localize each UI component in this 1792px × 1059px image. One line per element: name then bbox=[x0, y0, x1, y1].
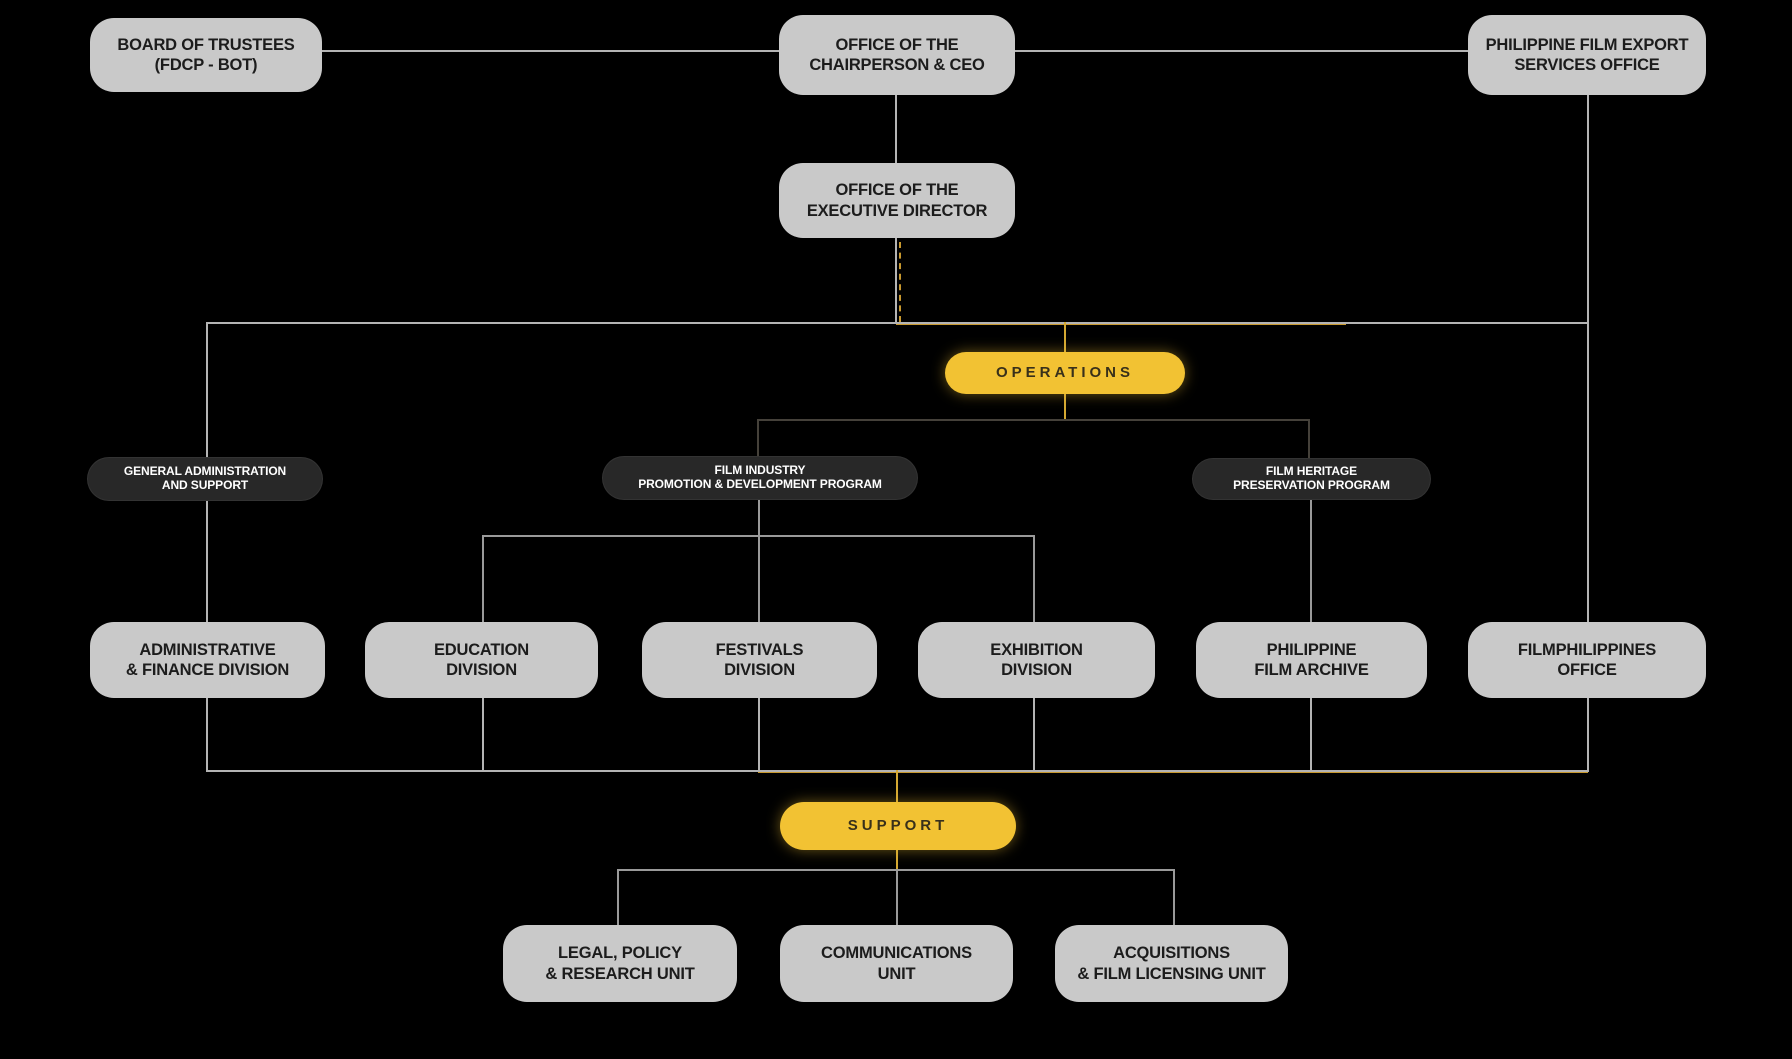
org-node-label: & FILM LICENSING UNIT bbox=[1077, 964, 1266, 983]
org-node-label: OPERATIONS bbox=[995, 363, 1135, 381]
drop-heritage-to-archive-line bbox=[1310, 499, 1312, 622]
org-node-philippine-film-archive: PHILIPPINE FILM ARCHIVE bbox=[1196, 622, 1427, 698]
org-node-label: GENERAL ADMINISTRATION bbox=[123, 464, 287, 479]
org-node-label: UNIT bbox=[877, 964, 916, 983]
org-node-label: PROMOTION & DEVELOPMENT PROGRAM bbox=[638, 477, 882, 491]
stem-rail-to-support-line bbox=[896, 770, 898, 802]
connector-bot-to-chairperson-line bbox=[322, 50, 779, 52]
org-node-philippine-film-export-services-office: PHILIPPINE FILM EXPORT SERVICES OFFICE bbox=[1468, 15, 1706, 95]
org-node-exhibition-division: EXHIBITION DIVISION bbox=[918, 622, 1155, 698]
org-node-administrative-finance-division: ADMINISTRATIVE & FINANCE DIVISION bbox=[90, 622, 325, 698]
bottom-rail-gold-overlay-line bbox=[758, 772, 1588, 773]
right-drop-export-to-filmph-line bbox=[1587, 95, 1589, 623]
org-node-label: FILM INDUSTRY bbox=[714, 463, 806, 478]
drop-filmph-to-bottomrail-line bbox=[1587, 698, 1589, 770]
top-rail-line bbox=[206, 322, 1589, 324]
org-node-operations: OPERATIONS bbox=[945, 352, 1185, 394]
drop-branch-to-communications-line bbox=[896, 869, 898, 925]
drop-exhibition-to-bottomrail-line bbox=[1033, 698, 1035, 770]
org-node-label: DIVISION bbox=[446, 661, 517, 679]
org-node-label: OFFICE OF THE bbox=[835, 35, 959, 54]
org-node-label: SERVICES OFFICE bbox=[1514, 56, 1660, 74]
stem-rail-to-operations-line bbox=[1064, 322, 1066, 354]
org-node-label: COMMUNICATIONS bbox=[821, 944, 972, 963]
org-node-label: EXECUTIVE DIRECTOR bbox=[806, 201, 988, 220]
org-node-label: (FDCP - BOT) bbox=[154, 56, 258, 74]
org-node-acquisitions-film-licensing-unit: ACQUISITIONS& FILM LICENSING UNIT bbox=[1055, 925, 1288, 1002]
org-node-label: PRESERVATION PROGRAM bbox=[1233, 478, 1390, 492]
org-node-label: FILM ARCHIVE bbox=[1254, 661, 1369, 679]
top-rail-gold-overlay-line bbox=[896, 324, 1346, 325]
drop-education-to-bottomrail-line bbox=[482, 698, 484, 770]
org-node-label: & RESEARCH UNIT bbox=[545, 964, 695, 983]
drop-archive-to-bottomrail-line bbox=[1310, 698, 1312, 770]
org-node-label: ADMINISTRATIVE bbox=[139, 640, 276, 659]
org-node-label: & FINANCE DIVISION bbox=[125, 661, 290, 679]
drop-admin-to-bottomrail-line bbox=[206, 698, 208, 770]
drop-branch-to-filmindustry-line bbox=[757, 419, 759, 459]
org-node-label: PHILIPPINE FILM EXPORT bbox=[1485, 35, 1689, 54]
org-node-label: PHILIPPINE bbox=[1266, 640, 1357, 659]
drop-branch-to-heritage-line bbox=[1308, 419, 1310, 460]
drop-branch-to-acquisitions-line bbox=[1173, 869, 1175, 925]
org-node-label: CHAIRPERSON & CEO bbox=[809, 56, 985, 74]
drop-subbranch-to-exhibition-line bbox=[1033, 535, 1035, 622]
drop-subbranch-to-education-line bbox=[482, 535, 484, 622]
connector-chairperson-to-export-line bbox=[1015, 50, 1468, 52]
org-node-label: EXHIBITION bbox=[990, 640, 1083, 659]
spine-execdir-dashes-line bbox=[899, 242, 901, 322]
org-node-label: FESTIVALS bbox=[715, 640, 804, 659]
org-node-label: FILM HERITAGE bbox=[1265, 464, 1358, 479]
org-node-label: DIVISION bbox=[1001, 661, 1072, 679]
org-node-festivals-division: FESTIVALS DIVISION bbox=[642, 622, 877, 698]
drop-filmindustry-to-subbranch-line bbox=[758, 499, 760, 622]
org-node-office-of-the-chairperson-ceo: OFFICE OF THE CHAIRPERSON & CEO bbox=[779, 15, 1015, 95]
org-node-label: ACQUISITIONS bbox=[1113, 944, 1230, 963]
drop-branch-to-legal-line bbox=[617, 869, 619, 925]
org-node-support: SUPPORT bbox=[780, 802, 1016, 850]
org-node-label: OFFICE OF THE bbox=[835, 181, 959, 200]
spine-chairperson-to-execdir-line bbox=[895, 95, 897, 163]
org-node-label: DIVISION bbox=[724, 661, 795, 679]
org-node-board-of-trustees: BOARD OF TRUSTEES (FDCP - BOT) bbox=[90, 18, 322, 92]
spine-execdir-to-rail-line bbox=[895, 238, 897, 323]
org-node-label: BOARD OF TRUSTEES bbox=[117, 35, 295, 54]
org-node-label: EDUCATION bbox=[433, 640, 530, 659]
drop-festivals-to-bottomrail-line bbox=[758, 698, 760, 770]
subbranch-industry-line bbox=[482, 535, 1035, 537]
operations-branch-line bbox=[757, 419, 1310, 421]
org-node-education-division: EDUCATION DIVISION bbox=[365, 622, 598, 698]
org-node-filmphilippines-office: FILMPHILIPPINES OFFICE bbox=[1468, 622, 1706, 698]
org-node-legal-policy-research-unit: LEGAL, POLICY& RESEARCH UNIT bbox=[503, 925, 737, 1002]
org-node-label: SUPPORT bbox=[847, 816, 949, 834]
org-node-label: AND SUPPORT bbox=[161, 478, 249, 492]
org-node-label: FILMPHILIPPINES bbox=[1517, 640, 1657, 659]
org-node-label: OFFICE bbox=[1557, 661, 1617, 679]
org-node-label: LEGAL, POLICY bbox=[558, 944, 682, 963]
stem-operations-to-branch-line bbox=[1064, 394, 1066, 420]
stem-support-to-branch-line bbox=[896, 850, 898, 870]
